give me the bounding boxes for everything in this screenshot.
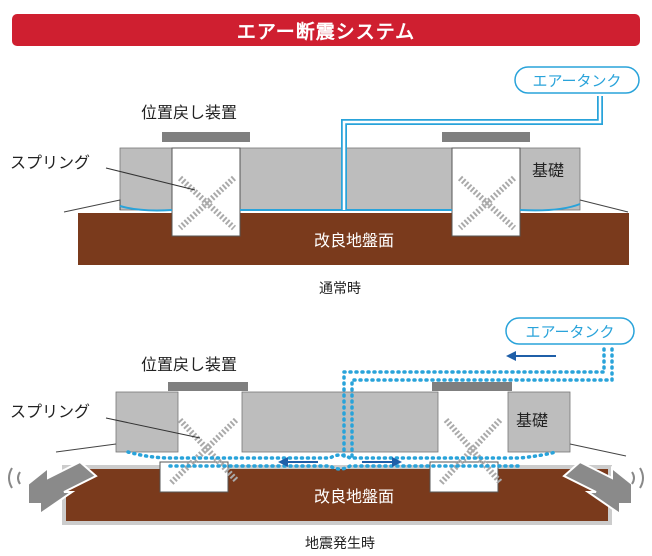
ground-label: 改良地盤面 (314, 487, 394, 506)
air-layer (126, 450, 558, 460)
foundation-label: 基礎 (532, 161, 564, 180)
device-label: 位置戻し装置 (141, 355, 237, 374)
air-pipe (342, 346, 606, 458)
ground-slab (64, 467, 610, 523)
ground-label: 改良地盤面 (314, 231, 394, 250)
ground-slab (78, 213, 629, 265)
foundation-block (119, 147, 173, 211)
device-plate (432, 382, 512, 391)
device-plate (168, 382, 248, 391)
foundation-block (241, 391, 439, 453)
spring-icon (177, 175, 237, 231)
spring-icon (457, 175, 517, 231)
spring-icon (437, 417, 503, 487)
motion-arrow-icon (562, 460, 644, 516)
foundation-block (507, 391, 571, 453)
spring-leader (105, 417, 201, 439)
title-banner: エアー断震システム (12, 14, 640, 46)
motion-arrow-icon (8, 460, 98, 516)
tank-label: エアータンク (525, 323, 614, 341)
tank-label: エアータンク (532, 72, 621, 90)
device-plate (162, 132, 250, 142)
title-text: エアー断震システム (236, 20, 416, 43)
spring-label: スプリング (10, 153, 90, 172)
normal-state-panel: エアータンク 位置戻し装置 スプリング 基礎 改良地盤面 通常時 (10, 66, 640, 297)
foundation-block (519, 147, 581, 211)
airflow-arrow-icon (362, 457, 402, 467)
foundation-label: 基礎 (516, 411, 548, 430)
airflow-arrow-icon (506, 351, 556, 361)
caption: 地震発生時 (305, 536, 375, 552)
device-label: 位置戻し装置 (141, 103, 237, 122)
caption: 通常時 (319, 281, 361, 297)
spring-leader (105, 167, 196, 191)
spring-icon (167, 417, 239, 487)
spring-label: スプリング (10, 402, 90, 421)
device-plate (442, 132, 530, 142)
tank-pill (514, 66, 640, 94)
tank-pill (505, 317, 635, 345)
quake-state-panel: エアータンク 位置戻し装置 スプリング 基礎 改良地盤面 地震発生時 (8, 317, 644, 552)
airflow-arrow-icon (278, 457, 318, 467)
